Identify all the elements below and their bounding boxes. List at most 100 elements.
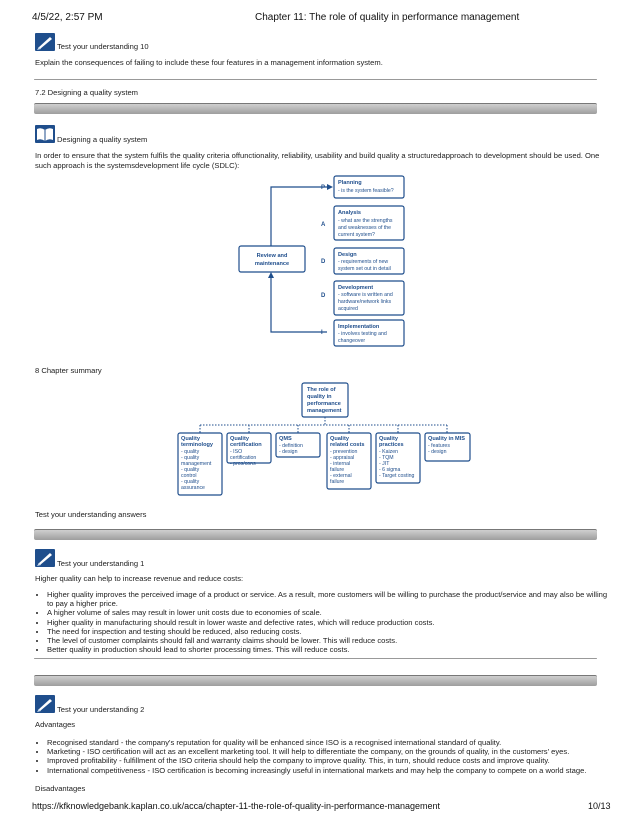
stage-line: - what are the strengths bbox=[338, 218, 393, 224]
child-line: - Kaizen bbox=[379, 449, 398, 455]
list-item: Recognised standard - the company's repu… bbox=[47, 738, 609, 747]
answers-heading: Test your understanding answers bbox=[35, 510, 147, 519]
sdlc-letter: P bbox=[321, 185, 325, 191]
designing-label: Designing a quality system bbox=[57, 135, 148, 144]
sdlc-box-design bbox=[333, 247, 405, 275]
child-title: certification bbox=[230, 442, 262, 448]
child-line: - quality bbox=[181, 467, 200, 473]
child-title: Quality in MIS bbox=[428, 436, 465, 442]
disadvantages-heading: Disadvantages bbox=[35, 784, 86, 793]
sdlc-box-planning bbox=[333, 175, 405, 199]
sdlc-letter: A bbox=[321, 222, 326, 228]
child-title: Quality bbox=[230, 436, 250, 442]
list-item: The need for inspection and testing shou… bbox=[47, 627, 609, 636]
stage-title: Planning bbox=[338, 180, 362, 186]
child-line: - quality bbox=[181, 449, 200, 455]
section-7-2-heading: 7.2 Designing a quality system bbox=[35, 88, 138, 97]
stage-line: and weaknesses of the bbox=[338, 225, 391, 231]
list-item: Marketing - ISO certification will act a… bbox=[47, 747, 609, 756]
list-item: Improved profitability - fulfillment of … bbox=[47, 756, 609, 765]
review-label-2: maintenance bbox=[255, 261, 289, 267]
stage-line: system set out in detail bbox=[338, 266, 391, 272]
child-line: - prevention bbox=[330, 449, 358, 455]
advantages-heading: Advantages bbox=[35, 720, 76, 729]
designing-paragraph: In order to ensure that the system fulfi… bbox=[35, 151, 600, 170]
stage-line: - requirements of new bbox=[338, 259, 388, 265]
stage-title: Development bbox=[338, 285, 373, 291]
sdlc-box-analysis bbox=[333, 205, 405, 241]
child-line: - definition bbox=[279, 443, 303, 449]
list-item: International competitiveness - ISO cert… bbox=[47, 766, 609, 775]
tyu10-label: Test your understanding 10 bbox=[57, 42, 149, 51]
child-line: - ISO bbox=[230, 449, 242, 455]
sdlc-letter: D bbox=[321, 293, 326, 299]
root-line: performance bbox=[307, 401, 341, 407]
child-line: - JIT bbox=[379, 461, 390, 467]
list-item: Better quality in production should lead… bbox=[47, 645, 609, 654]
sdlc-box-review bbox=[238, 245, 306, 273]
pencil-icon bbox=[35, 549, 55, 567]
child-line: failure bbox=[330, 479, 344, 485]
stage-title: Analysis bbox=[338, 210, 361, 216]
stage-line: changeover bbox=[338, 338, 365, 344]
print-datetime: 4/5/22, 2:57 PM bbox=[32, 12, 103, 23]
sdlc-box-implementation bbox=[333, 319, 405, 347]
list-item: Higher quality improves the perceived im… bbox=[47, 590, 609, 608]
stage-line: hardware/network links bbox=[338, 299, 391, 305]
pencil-icon bbox=[35, 33, 55, 51]
root-line: quality in bbox=[307, 394, 332, 400]
stage-line: acquired bbox=[338, 306, 358, 312]
child-line: assurance bbox=[181, 485, 205, 491]
sdlc-letter: D bbox=[321, 259, 326, 265]
root-line: The role of bbox=[307, 387, 336, 393]
sdlc-letter: I bbox=[321, 330, 323, 336]
stage-title: Design bbox=[338, 252, 357, 258]
child-title: Quality bbox=[330, 436, 350, 442]
tyu10-question: Explain the consequences of failing to i… bbox=[35, 58, 383, 67]
child-title: Quality bbox=[181, 436, 201, 442]
pencil-icon bbox=[35, 695, 55, 713]
section-8-heading: 8 Chapter summary bbox=[35, 366, 102, 375]
stage-title: Implementation bbox=[338, 324, 380, 330]
child-line: control bbox=[181, 473, 197, 479]
sdlc-diagram: P A D D I Review and maintenance Plannin… bbox=[238, 175, 405, 347]
tyu1-list: Higher quality improves the perceived im… bbox=[36, 590, 609, 654]
tyu2-label: Test your understanding 2 bbox=[57, 705, 145, 714]
child-line: - pros/cons bbox=[230, 461, 256, 467]
child-line: - Target costing bbox=[379, 473, 414, 479]
stage-line: current system? bbox=[338, 232, 375, 238]
list-item: Higher quality in manufacturing should r… bbox=[47, 618, 609, 627]
child-line: - internal bbox=[330, 461, 350, 467]
child-line: certification bbox=[230, 455, 256, 461]
child-title: QMS bbox=[279, 436, 292, 442]
child-line: - 6 sigma bbox=[379, 467, 400, 473]
child-line: - quality bbox=[181, 455, 200, 461]
page-number: 10/13 bbox=[588, 801, 611, 811]
review-label-1: Review and bbox=[257, 253, 288, 259]
print-title: Chapter 11: The role of quality in perfo… bbox=[255, 12, 520, 23]
child-title: practices bbox=[379, 442, 404, 448]
child-line: - quality bbox=[181, 479, 200, 485]
sdlc-box-development bbox=[333, 280, 405, 316]
footer-url[interactable]: https://kfknowledgebank.kaplan.co.uk/acc… bbox=[32, 801, 441, 811]
child-title: related costs bbox=[330, 442, 365, 448]
tyu1-label: Test your understanding 1 bbox=[57, 559, 145, 568]
list-item: A higher volume of sales may result in l… bbox=[47, 608, 609, 617]
divider-bar bbox=[34, 675, 597, 686]
divider-bar bbox=[34, 529, 597, 540]
child-line: - design bbox=[279, 449, 298, 455]
divider bbox=[34, 658, 597, 659]
child-line: - TQM bbox=[379, 455, 394, 461]
child-line: - external bbox=[330, 473, 352, 479]
child-title: terminology bbox=[181, 442, 214, 448]
child-line: - features bbox=[428, 443, 450, 449]
stage-line: - is the system feasible? bbox=[338, 188, 394, 194]
chapter-summary-diagram: The role of quality in performance manag… bbox=[177, 382, 471, 496]
list-item: The level of customer complaints should … bbox=[47, 636, 609, 645]
book-icon bbox=[35, 125, 55, 143]
child-title: Quality bbox=[379, 436, 399, 442]
stage-line: - software is written and bbox=[338, 292, 393, 298]
divider-bar bbox=[34, 103, 597, 114]
stage-line: - involves testing and bbox=[338, 331, 387, 337]
child-line: failure bbox=[330, 467, 344, 473]
